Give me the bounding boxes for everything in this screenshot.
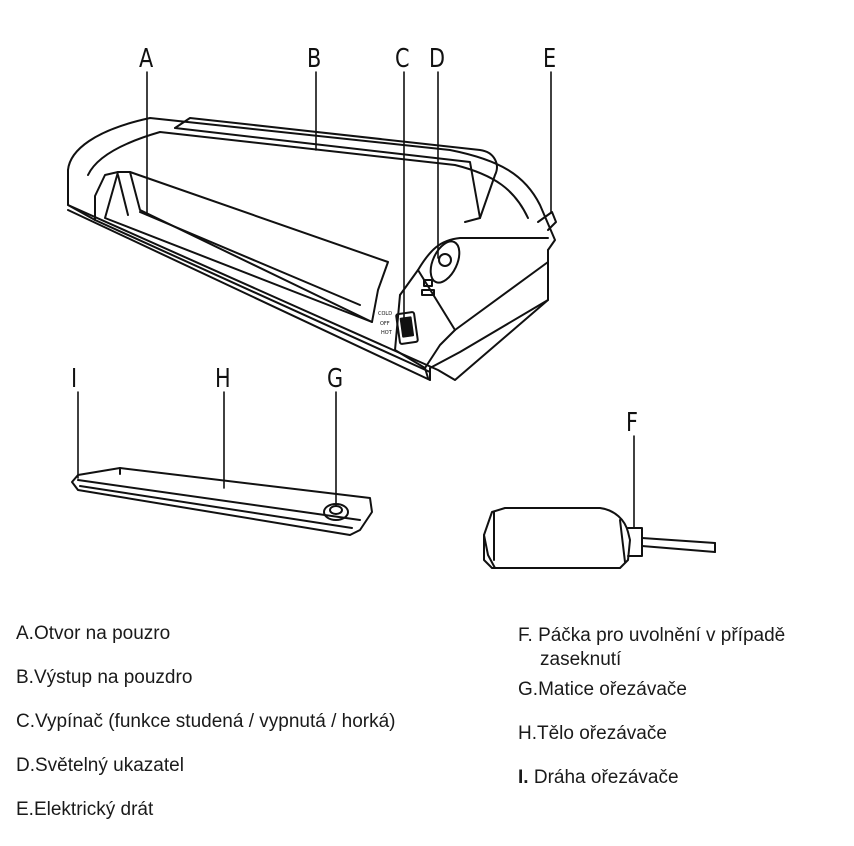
laminator-body [67,117,557,381]
legend-text: Dráha ořezávače [533,767,679,788]
legend-key: F. [518,625,533,646]
legend-text: Páčka pro uvolnění v případě [538,625,786,646]
legend-item-d: D.Světelný ukazatel [16,754,184,778]
legend-key: E. [16,799,34,820]
trimmer [71,467,373,536]
switch-label-hot: HOT [381,330,393,336]
laminator-diagram: COLD OFF HOT [67,71,716,569]
legend-item-g: G.Matice ořezávače [518,678,687,702]
callout-d: D [429,44,446,74]
legend-key: G. [518,679,539,700]
legend-text: Elektrický drát [33,799,154,820]
legend-text: Výstup na pouzdro [33,667,193,688]
callout-c: C [395,44,410,74]
legend-text: Vypínač (funkce studená / vypnutá / hork… [35,711,396,732]
legend-item-i: I. Dráha ořezávače [518,766,679,790]
callout-f: F [626,408,638,438]
callout-h: H [215,364,231,394]
legend-text: Matice ořezávače [538,679,687,700]
legend-key: C. [16,711,35,732]
switch-label-cold: COLD [378,311,392,317]
lever-closeup [483,507,716,569]
callout-a: A [139,44,154,74]
legend-key: D. [16,755,35,776]
leader-lines [77,71,635,528]
legend-text-continued: zaseknutí [540,649,622,670]
legend-item-a: A.Otvor na pouzro [16,622,170,646]
legend-key: A. [16,623,34,644]
legend-text: Světelný ukazatel [35,755,184,776]
callout-g: G [327,364,344,394]
legend-item-f: F. Páčka pro uvolnění v případě zaseknut… [518,624,785,672]
switch-label-off: OFF [380,321,390,327]
legend-key: I. [518,767,529,788]
legend-text: Otvor na pouzro [33,623,171,644]
legend-text: Tělo ořezávače [537,723,667,744]
legend-key: B. [16,667,34,688]
legend-item-c: C.Vypínač (funkce studená / vypnutá / ho… [16,710,396,734]
callout-e: E [543,44,557,74]
legend-item-h: H.Tělo ořezávače [518,722,667,746]
legend-item-e: E.Elektrický drát [16,798,153,822]
legend-item-b: B.Výstup na pouzdro [16,666,192,690]
legend-key: H. [518,723,537,744]
callout-i: I [71,364,78,394]
callout-b: B [307,44,322,74]
